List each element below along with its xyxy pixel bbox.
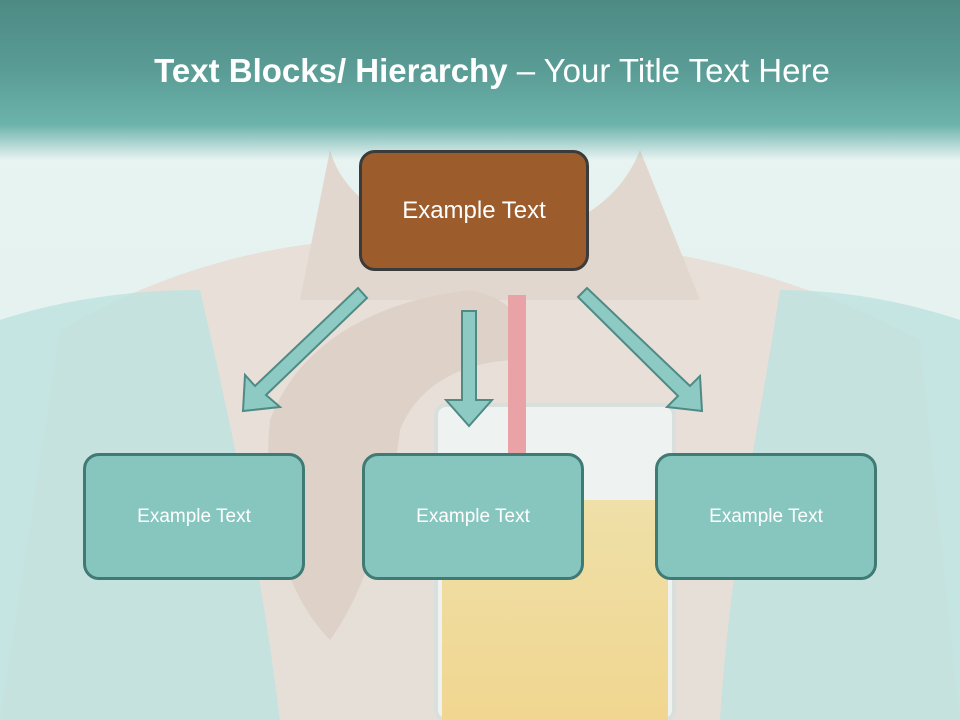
root-node-label: Example Text	[402, 196, 546, 224]
title-separator: –	[507, 52, 544, 89]
child-node-3: Example Text	[655, 453, 877, 580]
slide-title: Text Blocks/ Hierarchy – Your Title Text…	[0, 52, 960, 90]
child-node-2: Example Text	[362, 453, 584, 580]
arrow-center	[443, 310, 495, 428]
arrow-left	[241, 286, 369, 413]
child-node-label: Example Text	[137, 505, 251, 527]
title-bold-part: Text Blocks/ Hierarchy	[154, 52, 508, 89]
child-node-label: Example Text	[709, 505, 823, 527]
child-node-1: Example Text	[83, 453, 305, 580]
title-rest: Your Title Text Here	[543, 52, 830, 89]
title-band	[0, 0, 960, 160]
root-node: Example Text	[359, 150, 589, 271]
arrow-right	[576, 286, 704, 413]
child-node-label: Example Text	[416, 505, 530, 527]
